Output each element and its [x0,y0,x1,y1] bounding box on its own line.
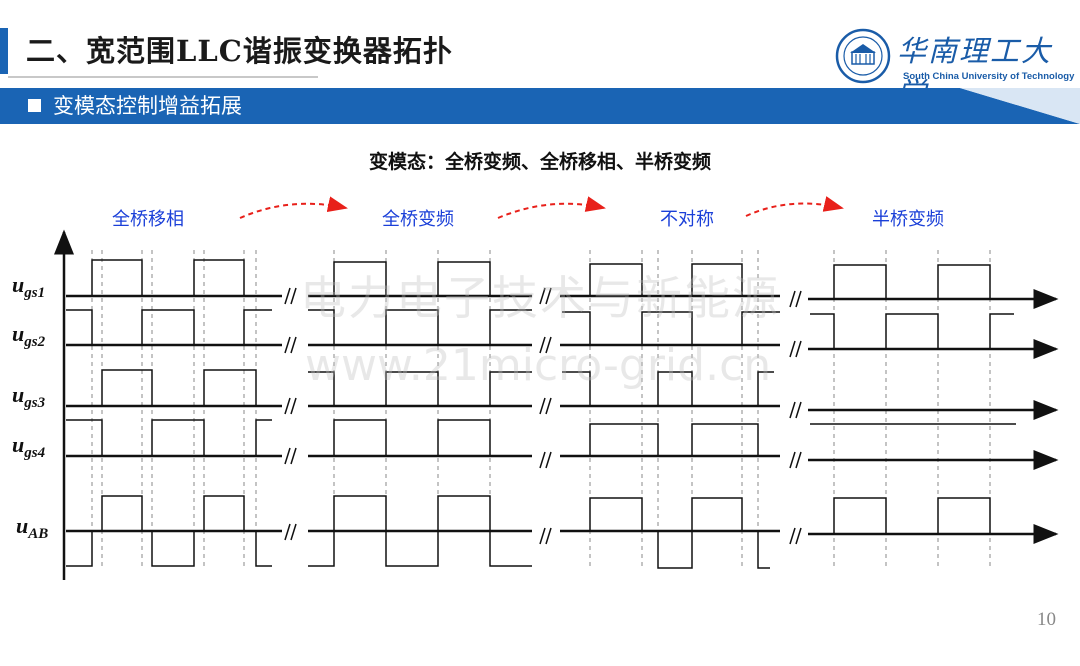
mode-label-half-bridge-freq: 半桥变频 [872,209,944,230]
signal-subscript: gs1 [24,285,46,301]
title-underline [8,76,318,78]
signal-subscript: gs2 [24,334,46,350]
signal-label-ugs4: ugs4 [12,432,45,462]
signal-label-ugs2: ugs2 [12,321,45,351]
signal-subscript: gs3 [24,395,46,411]
signal-label-uab: uAB [16,513,48,543]
transition-arrow-2 [497,196,606,219]
page-title: 二、宽范围LLC谐振变换器拓扑 [26,34,453,68]
waveform-ugs2 [66,309,1014,350]
waveform-ugs4 [66,419,780,457]
signal-label-ugs3: ugs3 [12,382,45,412]
signal-base: u [12,272,25,297]
mode-label-full-bridge-freq: 全桥变频 [382,209,454,230]
section-heading-text: 变模态控制增益拓展 [53,94,242,118]
diagram-subtitle: 变模态：全桥变频、全桥移相、半桥变频 [368,151,711,173]
mode-label-phase-shift: 全桥移相 [112,209,184,230]
university-english-name: South China University of Technology [903,71,1075,82]
transition-arrow-3 [745,196,844,217]
bullet-square-icon [28,99,41,112]
axis-break-marks [284,287,802,545]
page-number: 10 [1037,609,1056,630]
waveform-uab [66,495,1010,569]
signal-subscript: AB [28,526,49,542]
signal-base: u [12,382,25,407]
signal-subscript: gs4 [24,445,46,461]
signal-baselines [66,294,780,533]
section-banner [0,88,1080,124]
section-heading: 变模态控制增益拓展 [28,90,242,120]
university-seal-icon [835,28,891,84]
mode-label-asymmetric: 不对称 [660,209,714,230]
transition-arrow-1 [239,196,348,219]
waveform-ugs1 [66,259,1010,300]
waveform-ugs3 [66,369,1016,425]
signal-label-ugs1: ugs1 [12,272,45,302]
signal-base: u [16,513,29,538]
signal-base: u [12,321,25,346]
signal-base: u [12,432,25,457]
title-accent-bar [0,28,8,74]
mode-transition-arrows [239,196,844,219]
